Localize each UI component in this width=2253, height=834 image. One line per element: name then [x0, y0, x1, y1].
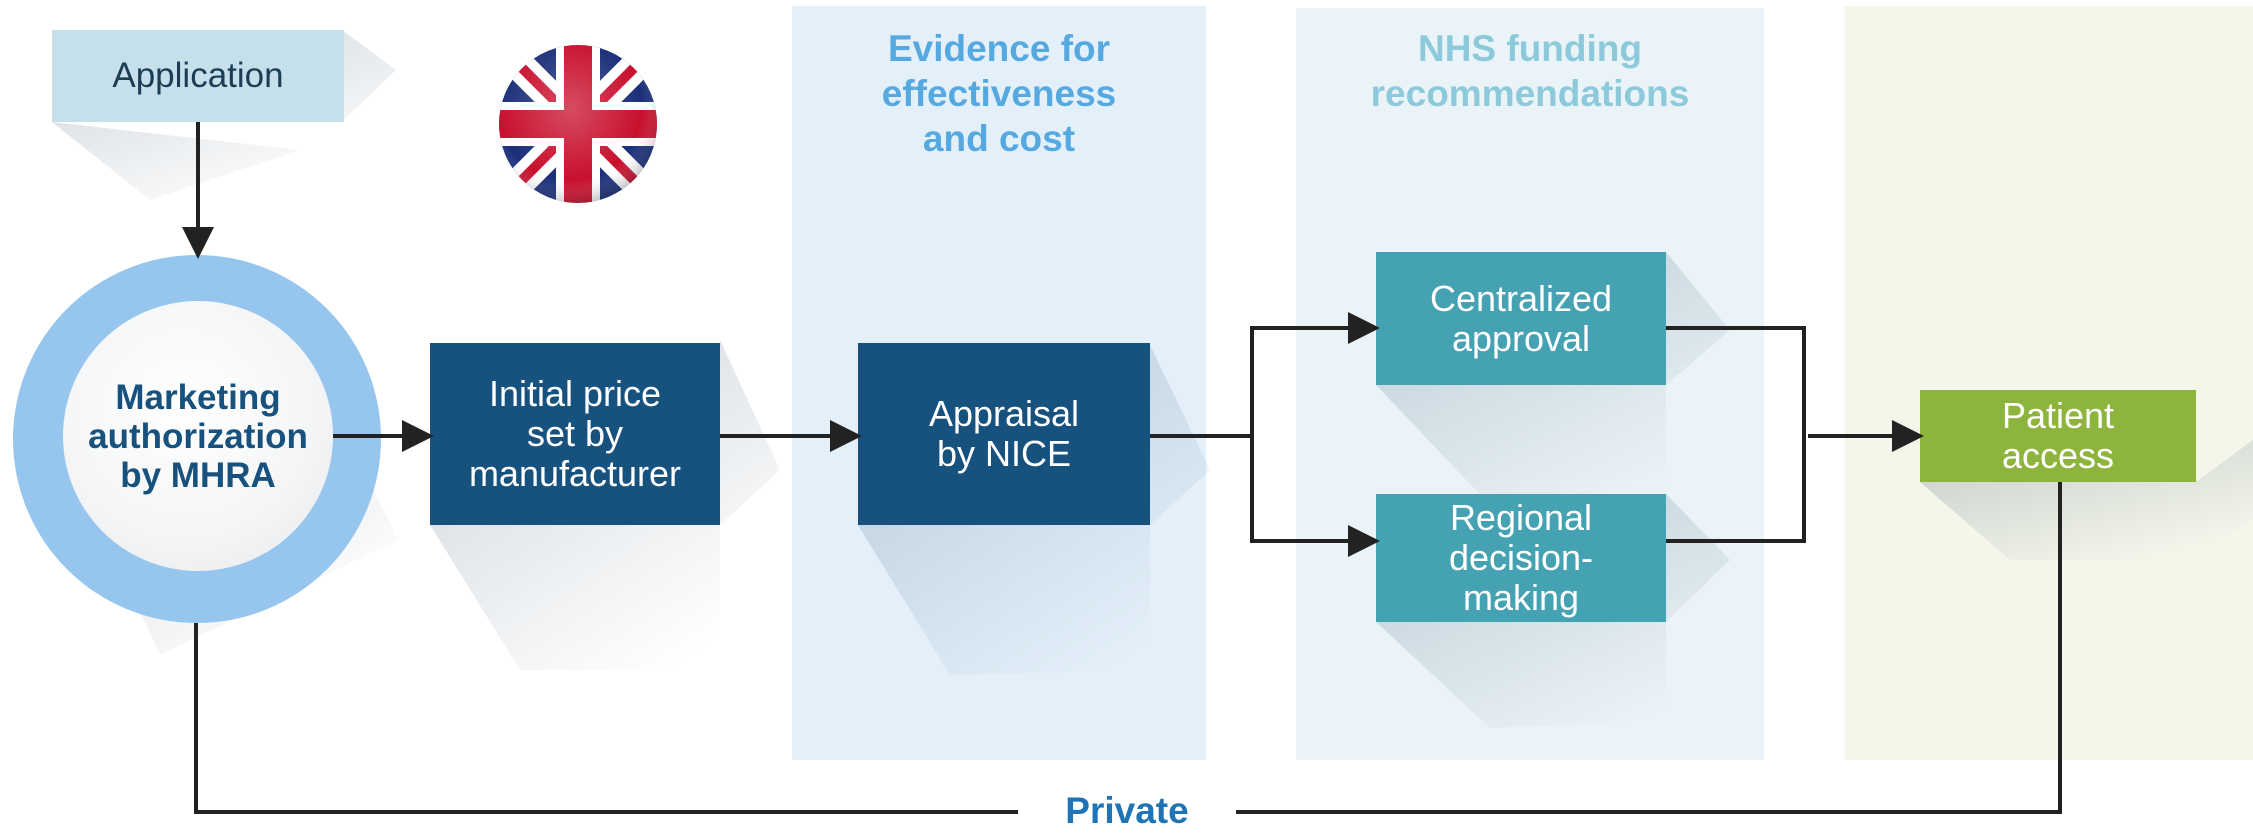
centralized-approval-box: Centralized approval — [1376, 252, 1666, 385]
mhra-label: Marketing authorization by MHRA — [88, 377, 308, 495]
line-private-right — [1236, 482, 2062, 814]
regional-decision-box: Regional decision- making — [1376, 494, 1666, 622]
line-regional-to-merge — [1666, 436, 1806, 543]
centralized-shadow — [1376, 252, 1730, 505]
patient-access-shadow — [1920, 440, 2253, 560]
evidence-panel-title: Evidence for effectiveness and cost — [881, 28, 1117, 159]
nhs-panel-title: NHS funding recommendations — [1370, 28, 1690, 114]
initial-price-shadow — [430, 340, 780, 670]
uk-flag-icon — [499, 45, 657, 203]
nice-shadow — [858, 345, 1210, 675]
regional-shadow — [1376, 494, 1730, 728]
patient-access-panel — [1845, 6, 2253, 760]
private-label: Private — [1065, 790, 1189, 831]
initial-price-box: Initial price set by manufacturer — [430, 343, 720, 525]
line-private-left — [194, 623, 1018, 814]
nice-appraisal-box: Appraisal by NICE — [858, 343, 1150, 525]
patient-access-box: Patient access — [1920, 390, 2196, 482]
arrow-branch-to-regional — [1250, 436, 1380, 557]
application-box: Application — [52, 30, 344, 122]
mhra-inner-circle — [63, 301, 333, 571]
arrow-branch-to-centralized — [1250, 312, 1380, 436]
line-centralized-to-merge — [1666, 326, 1806, 436]
